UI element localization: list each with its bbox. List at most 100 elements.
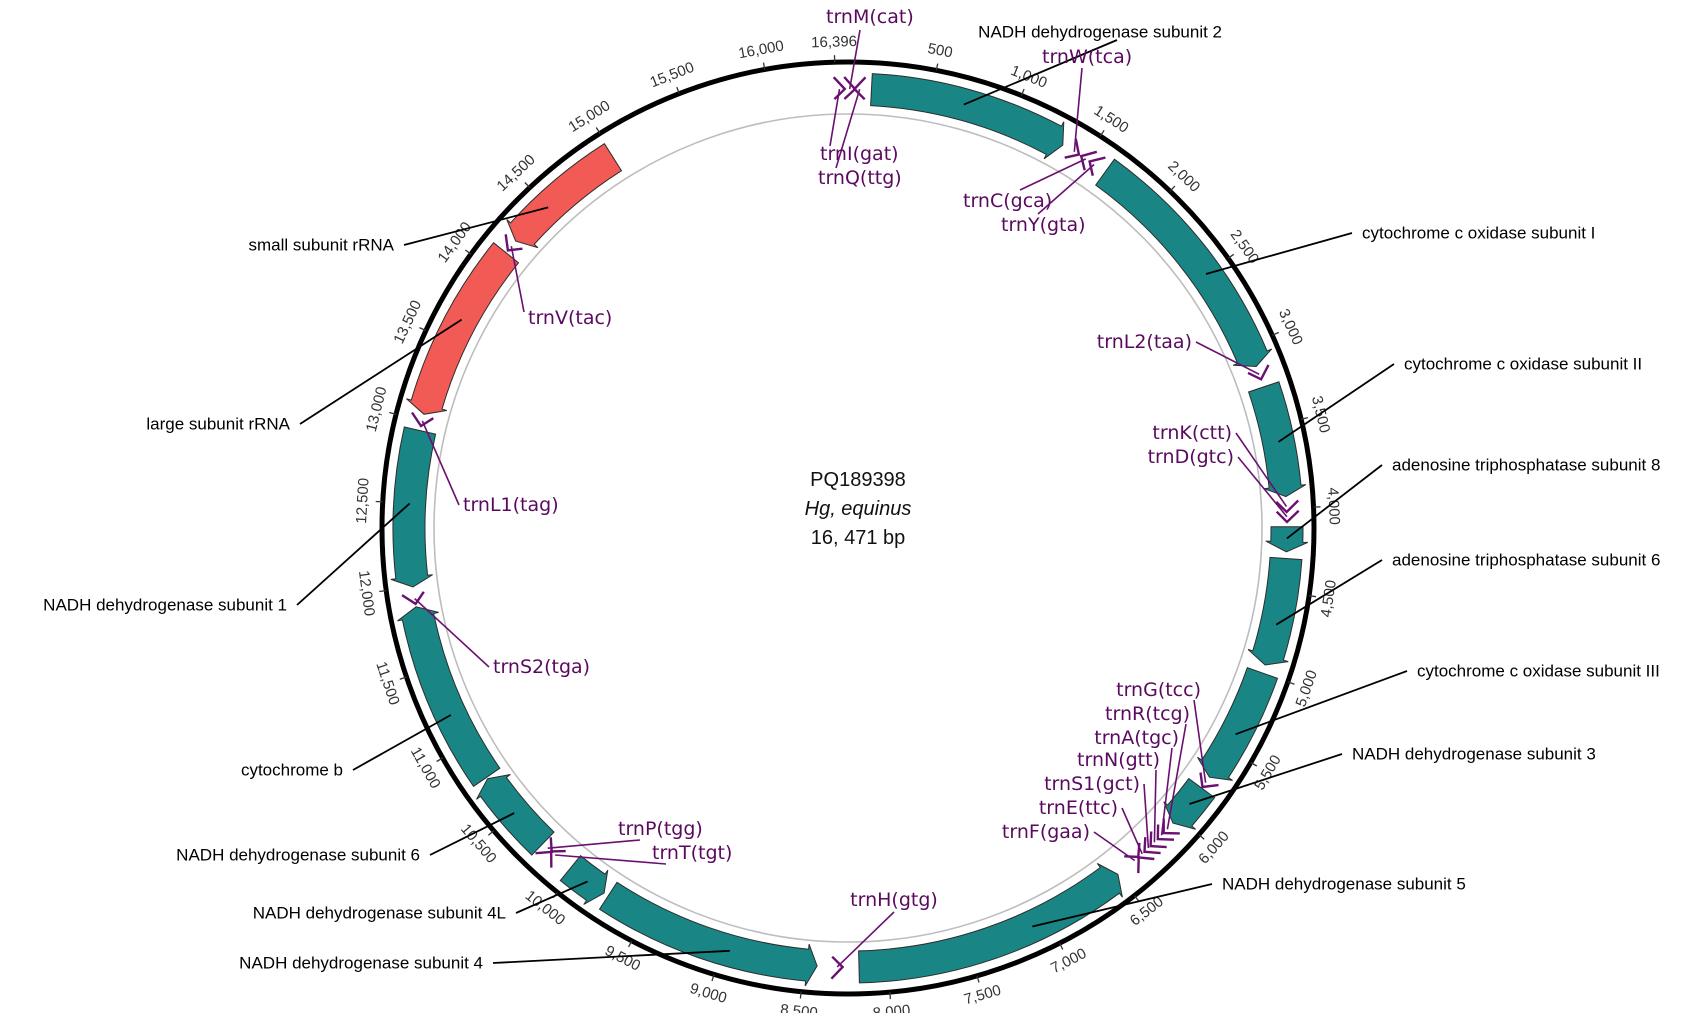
gene-arrow-nad6 — [476, 774, 555, 856]
trna-leader-line — [1235, 432, 1288, 508]
tick-mark — [1059, 942, 1064, 950]
trna-marker-trnD — [1275, 509, 1300, 524]
tick-mark — [1099, 129, 1105, 137]
tick-mark — [711, 974, 715, 982]
tick-label: 4,500 — [1318, 579, 1340, 619]
tick-mark — [1198, 834, 1205, 840]
trna-marker-trnY — [1088, 156, 1106, 176]
trna-leader-line — [421, 420, 460, 506]
trna-marker-trnI — [832, 76, 847, 101]
trna-label-trnL1: trnL1(tag) — [463, 494, 559, 516]
gene-label-cox2: cytochrome c oxidase subunit II — [1404, 355, 1642, 374]
trna-label-trnG: trnG(tcc) — [1116, 679, 1201, 701]
gene-label-nad5: NADH dehydrogenase subunit 5 — [1222, 875, 1466, 894]
trna-label-trnS2: trnS2(tga) — [493, 656, 590, 678]
tick-mark — [487, 830, 495, 836]
gene-label-cytb: cytochrome b — [241, 761, 343, 780]
gene-arrow-nad5 — [858, 863, 1123, 984]
tick-mark — [628, 940, 633, 948]
tick-mark — [1250, 761, 1258, 767]
trna-marker-trnA — [1156, 824, 1175, 841]
trna-leader-line — [414, 598, 490, 668]
trna-leader-line — [547, 839, 641, 849]
gene-label-nad6: NADH dehydrogenase subunit 6 — [176, 846, 420, 865]
leader-line — [1286, 464, 1383, 540]
leader-line — [1235, 670, 1408, 736]
trna-leader-line — [1121, 807, 1143, 855]
gene-arrow-nad3 — [1163, 777, 1216, 830]
gene-arrow-nad4l — [559, 854, 609, 905]
trna-leader-line — [1037, 163, 1095, 215]
trna-marker-trnG — [1199, 772, 1219, 789]
trna-leader-line — [1237, 456, 1288, 518]
trna-label-trnS1: trnS1(gct) — [1044, 773, 1140, 795]
trna-marker-trnT — [549, 849, 566, 868]
gene-label-atp8: adenosine triphosphatase subunit 8 — [1392, 456, 1660, 475]
leader-line — [1275, 559, 1383, 626]
gene-arrow-rrnS — [506, 143, 623, 249]
gene-arrows — [390, 73, 1309, 987]
trna-marker-trnP — [535, 837, 553, 855]
tick-label: 16,000 — [737, 37, 785, 62]
trna-label-trnL2: trnL2(taa) — [1097, 331, 1192, 353]
leader-line — [1277, 363, 1395, 443]
gene-label-cox3: cytochrome c oxidase subunit III — [1417, 662, 1660, 681]
trna-marker-trnS1 — [1143, 837, 1161, 855]
trna-label-trnF: trnF(gaa) — [1002, 821, 1090, 843]
trna-leader-line — [1093, 831, 1136, 862]
leader-line — [492, 949, 730, 964]
trna-label-trnI: trnI(gat) — [820, 143, 899, 165]
trna-label-trnQ: trnQ(ttg) — [818, 167, 902, 189]
tick-mark — [419, 327, 427, 332]
gene-label-atp6: adenosine triphosphatase subunit 6 — [1392, 551, 1660, 570]
trna-leader-line — [1019, 158, 1087, 191]
trna-label-trnT: trnT(tgt) — [652, 842, 732, 864]
trna-label-trnC: trnC(gca) — [963, 190, 1052, 212]
tick-label: 13,000 — [363, 385, 391, 434]
leader-line — [1189, 753, 1343, 805]
tick-label: 12,000 — [355, 569, 378, 617]
trna-label-trnW: trnW(tca) — [1042, 46, 1132, 68]
tick-label: 7,000 — [1048, 945, 1089, 977]
tick-label: 12,500 — [353, 477, 373, 524]
tick-mark — [1300, 416, 1309, 420]
trna-leader-line — [829, 88, 841, 147]
trna-marker-trnL1 — [411, 411, 434, 428]
inner-reference-ring — [433, 113, 1263, 943]
trna-leader-line — [1153, 769, 1157, 843]
tick-label: 7,500 — [962, 982, 1003, 1009]
tick-mark — [889, 992, 892, 1000]
trna-marker-trnN — [1149, 831, 1167, 849]
gene-arrow-nad2 — [870, 73, 1065, 160]
tick-label: 500 — [926, 40, 954, 61]
tick-label: 11,500 — [372, 659, 402, 707]
tick-mark — [595, 127, 601, 134]
gene-label-nad4: NADH dehydrogenase subunit 4 — [239, 954, 483, 973]
gene-arrow-rrnL — [406, 241, 520, 415]
trna-label-trnH: trnH(gtg) — [850, 889, 938, 911]
tick-label: 5,500 — [1251, 752, 1285, 793]
tick-mark — [464, 249, 472, 255]
trna-leader-line — [1160, 747, 1173, 836]
leader-line — [352, 714, 452, 771]
leader-line — [296, 502, 411, 606]
tick-mark — [762, 62, 766, 70]
trna-leader-line — [1193, 699, 1207, 783]
trna-label-trnD: trnD(gtc) — [1148, 446, 1234, 468]
trna-label-trnE: trnE(ttc) — [1039, 797, 1118, 819]
genome-accession: PQ189398 — [810, 469, 906, 491]
trna-leader-line — [848, 29, 861, 90]
tick-label: 9,500 — [602, 942, 643, 974]
gene-label-nad1: NADH dehydrogenase subunit 1 — [43, 596, 287, 615]
trna-marker-trnS2 — [401, 591, 425, 606]
trna-label-trnA: trnA(tgc) — [1094, 727, 1179, 749]
tick-mark — [976, 975, 980, 983]
tick-mark — [799, 991, 802, 999]
trna-leader-line — [1195, 341, 1260, 376]
tick-label: 3,000 — [1275, 306, 1306, 347]
gene-arrow-nad4 — [598, 881, 818, 987]
trna-leader-line — [510, 246, 525, 313]
tick-label: 8,000 — [872, 1002, 911, 1013]
